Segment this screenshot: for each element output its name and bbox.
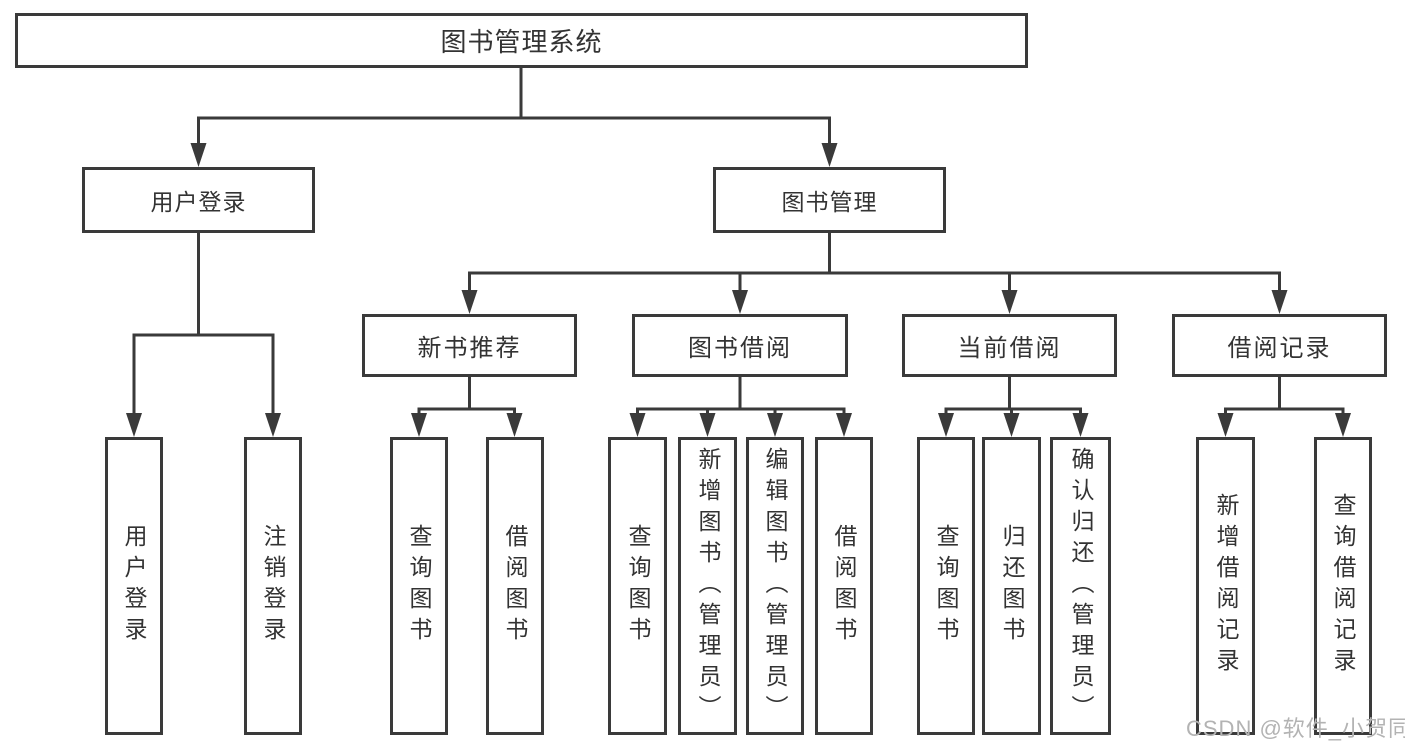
node-user-login: 用户登录 [82, 167, 315, 233]
arrowhead-down-icon [190, 143, 207, 167]
leaf-node-borrow-books-action: 借阅图书 [815, 437, 873, 735]
arrowhead-down-icon [126, 413, 142, 437]
leaf-node-query-books-recommend: 查询图书 [390, 437, 448, 735]
arrowhead-down-icon [1001, 290, 1018, 314]
leaf-node-return-book: 归还图书 [982, 437, 1041, 735]
leaf-node-query-borrow-record: 查询借阅记录 [1314, 437, 1372, 735]
arrowhead-down-icon [767, 413, 783, 437]
leaf-node-confirm-return-admin: 确认归还（管理员） [1050, 437, 1111, 735]
leaf-node-query-books-borrow: 查询图书 [608, 437, 667, 735]
arrowhead-down-icon [461, 290, 478, 314]
arrowhead-down-icon [821, 143, 838, 167]
node-book-borrowing: 图书借阅 [632, 314, 848, 377]
leaf-node-logout-action: 注销登录 [244, 437, 302, 735]
arrowhead-down-icon [732, 290, 748, 314]
arrowhead-down-icon [1271, 290, 1288, 314]
arrowhead-down-icon [1335, 413, 1351, 437]
arrowhead-down-icon [629, 413, 646, 437]
node-book-management: 图书管理 [713, 167, 946, 233]
node-borrowing-records: 借阅记录 [1172, 314, 1387, 377]
leaf-node-add-book-admin: 新增图书（管理员） [678, 437, 737, 735]
node-current-borrowing: 当前借阅 [902, 314, 1117, 377]
csdn-watermark: CSDN @软件_小贺同学 [1186, 716, 1405, 741]
arrowhead-down-icon [1003, 413, 1020, 437]
leaf-node-add-borrow-record: 新增借阅记录 [1196, 437, 1255, 735]
arrowhead-down-icon [506, 413, 523, 437]
node-library-management-system: 图书管理系统 [15, 13, 1028, 68]
arrowhead-down-icon [265, 413, 281, 437]
leaf-node-user-login-action: 用户登录 [105, 437, 163, 735]
arrowhead-down-icon [1217, 413, 1234, 437]
leaf-node-borrow-books-recommend: 借阅图书 [486, 437, 544, 735]
node-new-book-recommend: 新书推荐 [362, 314, 577, 377]
leaf-node-edit-book-admin: 编辑图书（管理员） [746, 437, 804, 735]
arrowhead-down-icon [411, 413, 427, 437]
arrowhead-down-icon [699, 413, 716, 437]
arrowhead-down-icon [836, 413, 852, 437]
leaf-node-query-books-current: 查询图书 [917, 437, 975, 735]
arrowhead-down-icon [1072, 413, 1089, 437]
arrowhead-down-icon [938, 413, 954, 437]
